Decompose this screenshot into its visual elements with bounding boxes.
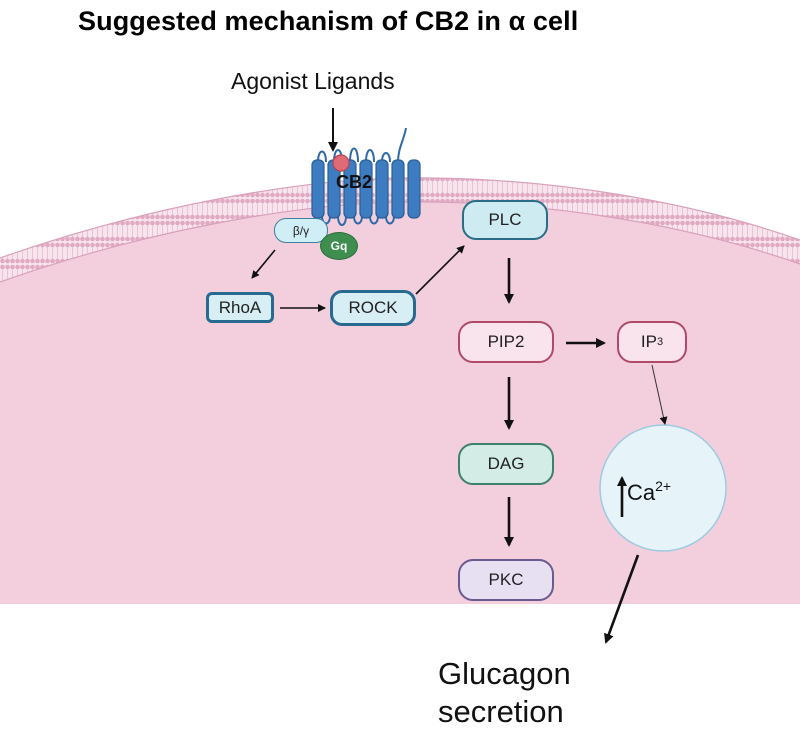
gprotein-to-rhoa-arrow: [251, 249, 276, 279]
ip3-main-text: IP: [640, 332, 657, 351]
ligand-dot: [332, 154, 350, 172]
diagram-title: Suggested mechanism of CB2 in α cell: [78, 6, 579, 36]
pip2-node: PIP2: [458, 321, 554, 363]
cytoplasm: [0, 189, 800, 604]
gq-subunit: Gq: [320, 232, 358, 260]
calcium-label: Ca2+: [627, 478, 671, 506]
glucagon-line-1: Glucagon: [438, 656, 571, 691]
calcium-symbol: Ca: [627, 480, 656, 505]
cb2-label: CB2: [336, 172, 373, 192]
agonist-ligands-label: Agonist Ligands: [231, 68, 395, 94]
beta-gamma-subunit: β/γ: [274, 218, 328, 243]
calcium-charge: 2+: [655, 478, 672, 494]
rhoa-node: RhoA: [206, 292, 274, 323]
plc-node: PLC: [462, 200, 548, 240]
glucagon-secretion-label: Glucagon secretion: [438, 655, 571, 731]
rock-to-plc-arrow: [415, 245, 465, 295]
ip3-subscript: 3: [656, 336, 664, 348]
rock-node: ROCK: [330, 290, 416, 326]
glucagon-line-2: secretion: [438, 694, 564, 729]
ca-to-glucagon-arrow: [604, 554, 640, 644]
cb2-receptor: [311, 127, 421, 226]
calcium-compartment: [599, 424, 727, 552]
dag-node: DAG: [458, 443, 554, 485]
pkc-node: PKC: [458, 559, 554, 601]
ip3-to-ca-arrow: [651, 364, 668, 425]
